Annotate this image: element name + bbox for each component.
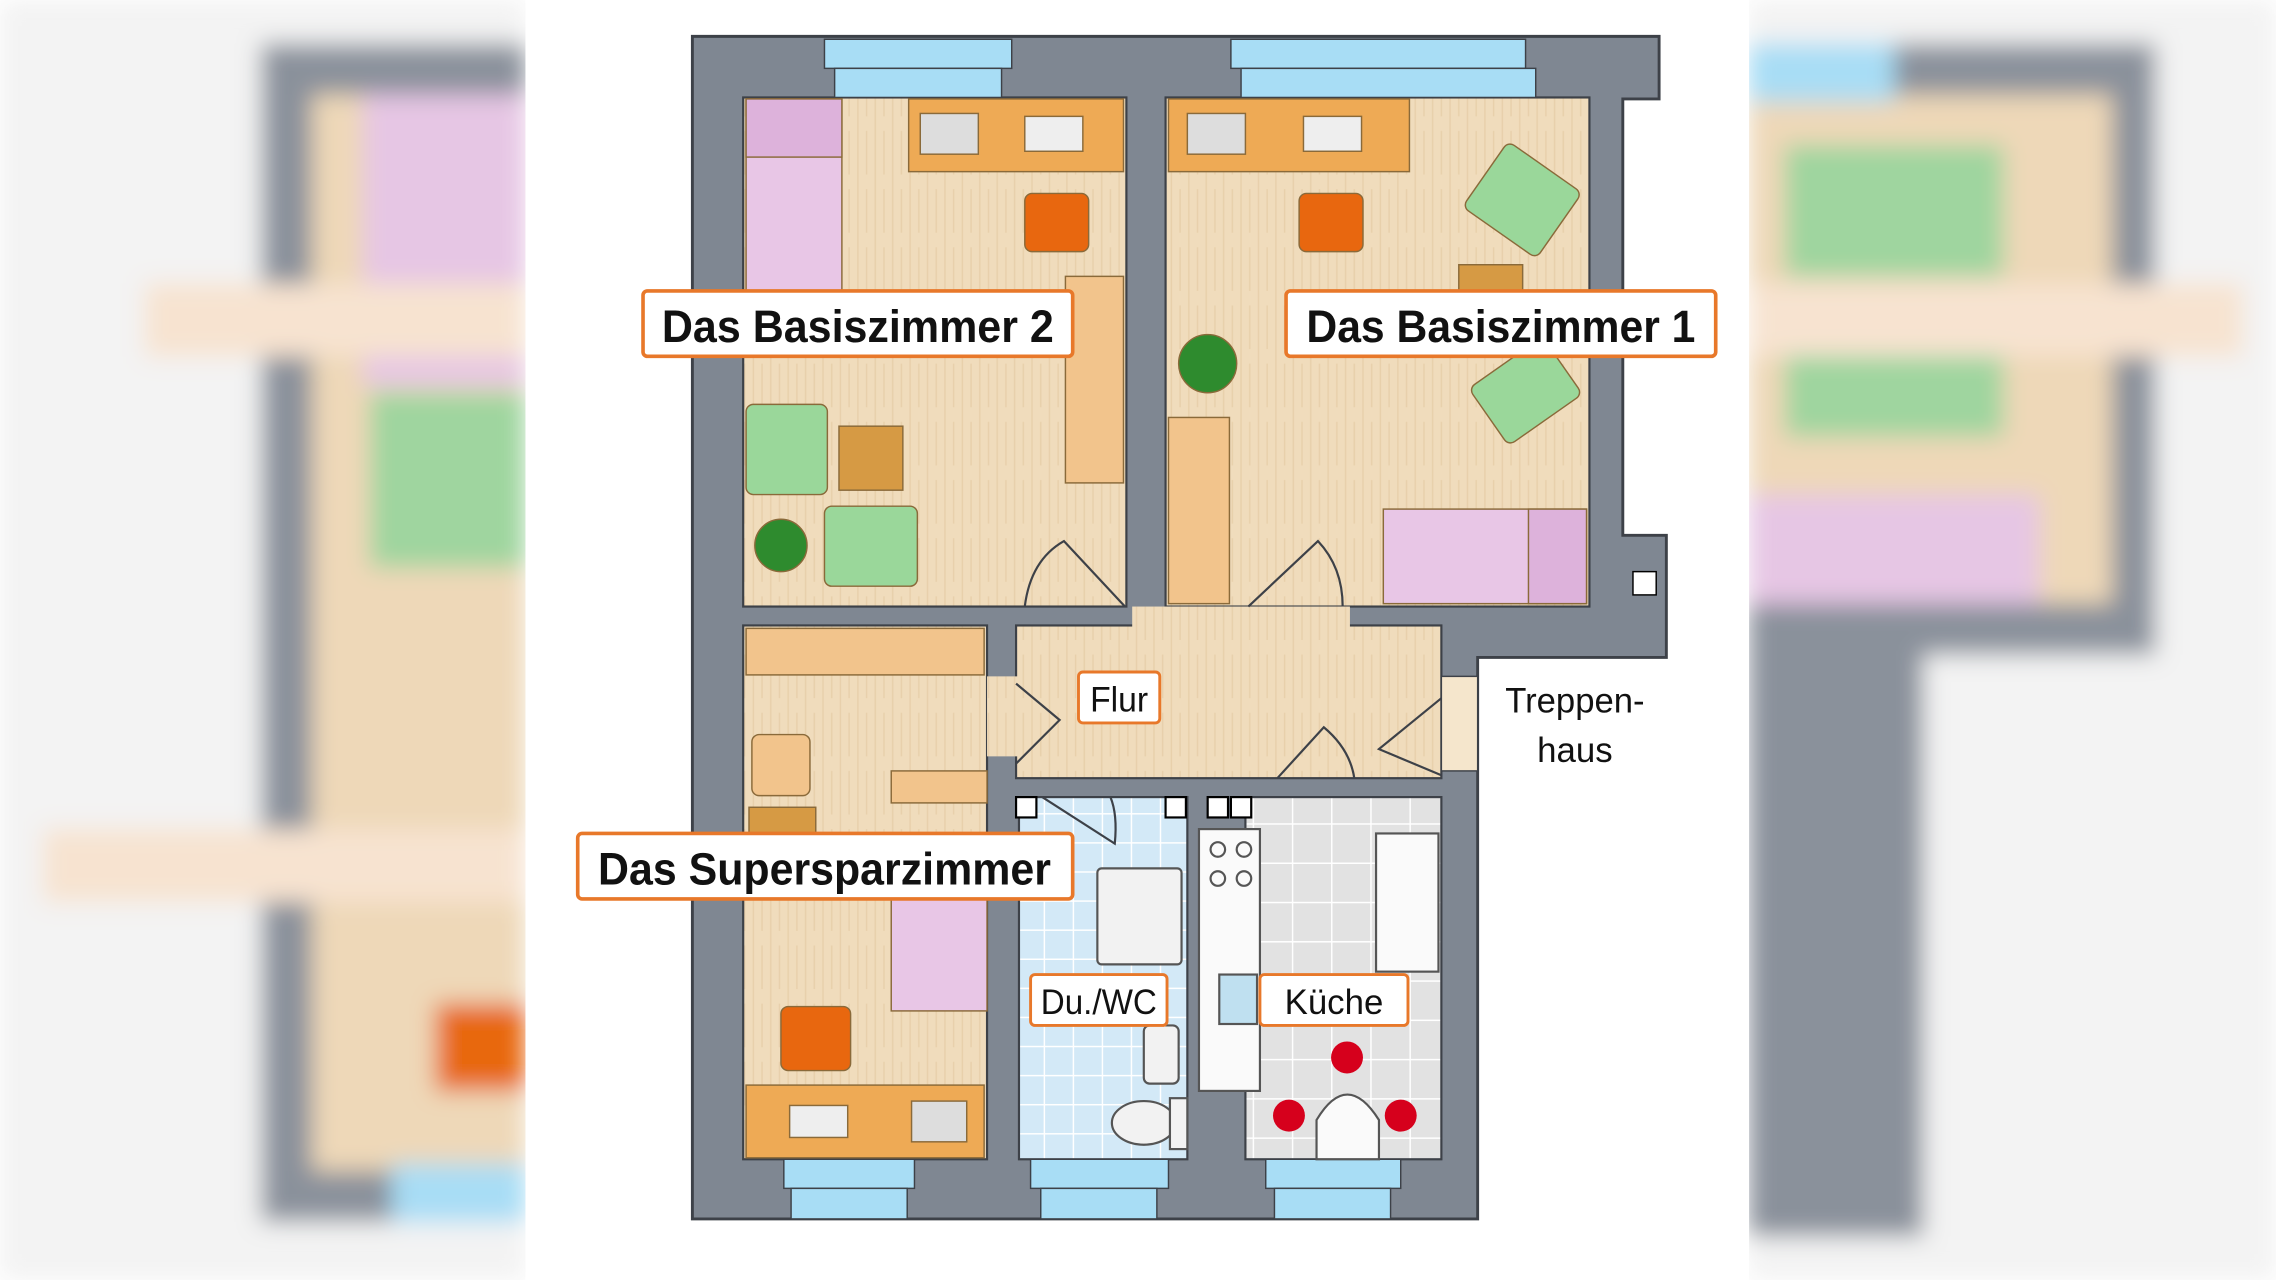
armchair	[1464, 143, 1580, 257]
label-supersparzimmer: Das Supersparzimmer	[575, 831, 1075, 901]
door-swings	[1015, 539, 1443, 846]
blurred-background-right	[1749, 0, 2276, 1280]
room-label: Flur	[1090, 680, 1148, 719]
fridge	[1374, 832, 1440, 973]
label-bath: Du./WC	[1029, 973, 1169, 1027]
windows	[783, 38, 1537, 1220]
room-label: Das Basiszimmer 1	[1306, 301, 1695, 352]
armchair	[1470, 338, 1581, 444]
shelf	[745, 627, 985, 676]
stairwell-label-line1: Treppen-	[1505, 682, 1644, 721]
kitchen-fixtures	[1014, 796, 1440, 1161]
kitchen-table	[1315, 1093, 1381, 1161]
chair	[780, 1005, 852, 1072]
room-label: Du./WC	[1041, 983, 1157, 1022]
armchair	[745, 403, 829, 496]
label-kitchen: Küche	[1258, 973, 1410, 1027]
label-basiszimmer-1: Das Basiszimmer 1	[1284, 289, 1718, 359]
kitchen-counter	[1197, 828, 1262, 1092]
flur-extension	[1132, 606, 1350, 629]
stairwell-door	[1440, 675, 1479, 772]
shelf	[1064, 275, 1125, 484]
basiszimmer-2-furniture	[745, 98, 1125, 587]
blurred-background-left	[0, 0, 526, 1280]
stool	[751, 733, 811, 797]
bath-fixtures	[1096, 867, 1189, 1151]
label-flur: Flur	[1077, 670, 1162, 725]
basiszimmer-1-furniture	[1167, 98, 1657, 605]
room-label: Küche	[1285, 983, 1384, 1022]
sink	[1142, 1024, 1180, 1085]
door-opening	[987, 676, 1019, 757]
shelf	[1167, 416, 1231, 605]
shower	[1096, 867, 1183, 966]
stairwell-label-line2: haus	[1537, 731, 1612, 770]
kitchen-sink	[1218, 973, 1259, 1026]
label-basiszimmer-2: Das Basiszimmer 2	[641, 289, 1075, 359]
chimney-icon	[1632, 570, 1657, 596]
plant	[754, 518, 808, 573]
room-label: Das Supersparzimmer	[598, 843, 1051, 894]
chair	[1298, 192, 1364, 253]
chair	[1024, 192, 1090, 253]
armchair	[823, 505, 919, 587]
room-label: Das Basiszimmer 2	[662, 301, 1054, 352]
plant	[1177, 333, 1238, 394]
toilet	[1110, 1100, 1177, 1146]
table	[838, 425, 904, 491]
